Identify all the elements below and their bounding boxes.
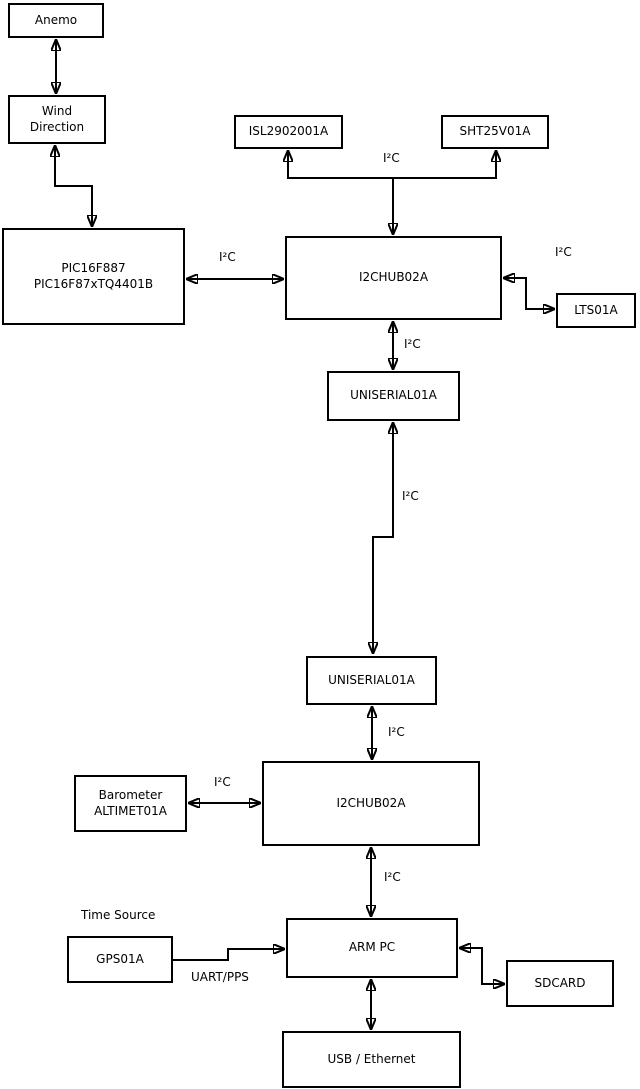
node-gps01a: GPS01A bbox=[67, 936, 173, 983]
node-pic16f887-line1: PIC16F887 bbox=[61, 260, 126, 275]
node-uniserial01a-upper: UNISERIAL01A bbox=[327, 371, 460, 421]
edge-label-i2c-uniserial2-hub2: I²C bbox=[388, 725, 405, 739]
arrow-wind-pic bbox=[55, 145, 92, 227]
node-uniserial01a-lower: UNISERIAL01A bbox=[306, 656, 437, 705]
node-i2chub02a-upper: I2CHUB02A bbox=[285, 236, 502, 320]
node-wind-direction-line1: Wind bbox=[41, 103, 73, 118]
node-gps01a-label: GPS01A bbox=[96, 951, 144, 966]
edge-label-i2c-sensors: I²C bbox=[383, 151, 400, 165]
node-isl2902001a-label: ISL2902001A bbox=[248, 124, 329, 139]
node-arm-pc: ARM PC bbox=[286, 918, 458, 978]
node-anemo: Anemo bbox=[8, 3, 104, 38]
node-isl2902001a: ISL2902001A bbox=[234, 115, 343, 149]
node-uniserial01a-lower-label: UNISERIAL01A bbox=[328, 672, 415, 687]
node-lts01a: LTS01A bbox=[556, 293, 636, 328]
node-anemo-label: Anemo bbox=[34, 12, 78, 27]
node-usb-ethernet: USB / Ethernet bbox=[282, 1031, 461, 1088]
node-i2chub02a-lower: I2CHUB02A bbox=[262, 761, 480, 846]
edge-label-i2c-barometer-hub2: I²C bbox=[214, 775, 231, 789]
edge-label-i2c-long-link: I²C bbox=[402, 489, 419, 503]
node-wind-direction-line2: Direction bbox=[29, 119, 85, 134]
edge-label-i2c-pic-hub1: I²C bbox=[219, 250, 236, 264]
node-sht25v01a: SHT25V01A bbox=[441, 115, 549, 149]
arrow-gps-armpc bbox=[173, 949, 285, 961]
edge-label-time-source: Time Source bbox=[81, 908, 156, 922]
node-sht25v01a-label: SHT25V01A bbox=[459, 124, 531, 139]
node-uniserial01a-upper-label: UNISERIAL01A bbox=[350, 388, 437, 403]
node-wind-direction: Wind Direction bbox=[8, 95, 106, 144]
node-arm-pc-label: ARM PC bbox=[348, 940, 396, 955]
node-lts01a-label: LTS01A bbox=[574, 302, 618, 317]
node-sdcard-label: SDCARD bbox=[534, 975, 586, 990]
node-pic16f887-line2: PIC16F87xTQ4401B bbox=[33, 276, 154, 291]
node-pic16f887: PIC16F887 PIC16F87xTQ4401B bbox=[2, 228, 185, 325]
node-barometer-altimet01a: Barometer ALTIMET01A bbox=[74, 775, 187, 832]
node-barometer-line1: Barometer bbox=[98, 787, 163, 802]
edge-label-i2c-hub1-uniserial1: I²C bbox=[404, 337, 421, 351]
arrow-armpc-sdcard bbox=[459, 948, 505, 984]
node-sdcard: SDCARD bbox=[506, 960, 614, 1007]
edge-label-i2c-hub2-armpc: I²C bbox=[384, 870, 401, 884]
arrow-uniserial1-uniserial2 bbox=[373, 422, 393, 654]
arrow-hub1-lts bbox=[503, 278, 555, 309]
edge-label-uart-pps: UART/PPS bbox=[191, 970, 249, 984]
node-barometer-line2: ALTIMET01A bbox=[94, 803, 167, 818]
edge-label-i2c-hub1-lts: I²C bbox=[555, 245, 572, 259]
node-i2chub02a-lower-label: I2CHUB02A bbox=[336, 795, 406, 810]
node-usb-ethernet-label: USB / Ethernet bbox=[327, 1051, 416, 1066]
node-i2chub02a-upper-label: I2CHUB02A bbox=[358, 270, 429, 285]
